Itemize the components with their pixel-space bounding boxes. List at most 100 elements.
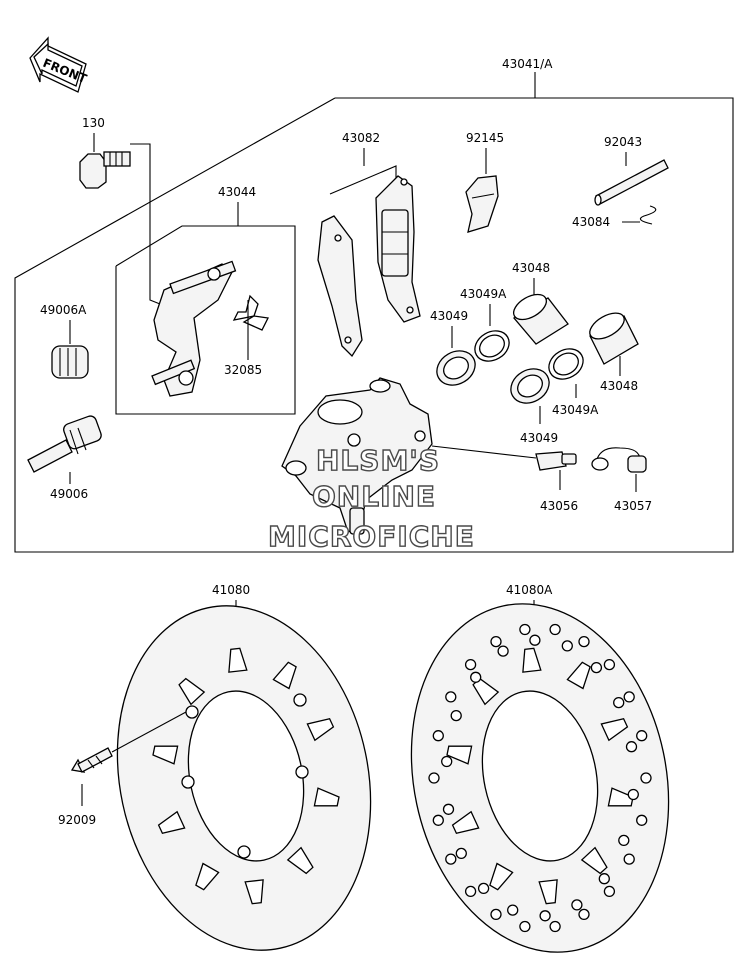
rotor-slot xyxy=(152,745,179,765)
rotor-slot xyxy=(313,787,340,807)
rotor-slot xyxy=(286,846,314,875)
rotor-hole xyxy=(636,730,648,742)
rotor-hole xyxy=(464,658,477,671)
rotor-hole xyxy=(432,730,444,742)
rotor-hole xyxy=(428,772,440,784)
rotor-hole xyxy=(636,814,648,826)
rotor-hole xyxy=(590,661,603,674)
rotor-slot xyxy=(580,846,608,875)
rotor-hole xyxy=(529,634,541,646)
label-43049-bottom: 43049 xyxy=(520,431,558,445)
bleeder-43056: 43056 xyxy=(535,451,578,513)
rotor-slot xyxy=(157,810,186,835)
watermark-line-1: HLSM'S xyxy=(316,444,440,477)
rotor-hole xyxy=(549,623,561,636)
label-49006A: 49006A xyxy=(40,303,87,317)
cap-43057: 43057 xyxy=(591,447,652,513)
rotor-slot xyxy=(178,677,206,706)
rotor-hole xyxy=(445,853,457,865)
rotor-hole xyxy=(450,709,462,722)
seal-43049A-top: 43049A xyxy=(460,287,510,362)
rotor-slot xyxy=(244,879,264,905)
label-43049-left: 43049 xyxy=(430,309,468,323)
watermark: HLSM'S ONLINE MICROFICHE xyxy=(267,443,475,553)
label-43044: 43044 xyxy=(218,185,256,199)
rotor-hole xyxy=(603,658,616,671)
rotor-slot xyxy=(272,661,297,690)
rotor-slot xyxy=(306,717,335,742)
screw-92009: 92009 xyxy=(58,711,187,827)
watermark-line-3: MICROFICHE xyxy=(268,520,475,553)
rotor-hole xyxy=(477,882,490,895)
label-92043: 92043 xyxy=(604,135,642,149)
label-43057: 43057 xyxy=(614,499,652,513)
label-41080: 41080 xyxy=(212,583,250,597)
rotor-hole xyxy=(455,847,467,860)
pin-49006: 49006 xyxy=(27,415,102,501)
label-43049A-right: 43049A xyxy=(552,403,599,417)
rotor-hole xyxy=(578,635,590,648)
label-41080A: 41080A xyxy=(506,583,553,597)
label-49006: 49006 xyxy=(50,487,88,501)
pads-43082: 43082 xyxy=(317,131,421,358)
disc-41080: 41080 xyxy=(116,583,372,951)
rotor-hole xyxy=(490,635,502,648)
rotor-hole xyxy=(539,910,551,922)
label-43048-top: 43048 xyxy=(512,261,550,275)
label-32085: 32085 xyxy=(224,363,262,377)
label-43048-right: 43048 xyxy=(600,379,638,393)
rotor-slot xyxy=(538,879,558,905)
rotor-hole xyxy=(441,755,453,768)
rotor-hole xyxy=(571,899,583,911)
boot-49006A: 49006A xyxy=(40,303,89,379)
assembly-box: 43041/A xyxy=(14,57,734,553)
label-43082: 43082 xyxy=(342,131,380,145)
rotor-hole xyxy=(470,671,482,683)
spring-92145: 92145 xyxy=(465,131,504,233)
rotor-hole xyxy=(507,904,519,916)
rotor-slot xyxy=(228,647,248,673)
label-130: 130 xyxy=(82,116,105,130)
rotor-hole xyxy=(445,691,457,703)
seal-43049-left: 43049 xyxy=(430,309,476,386)
label-92145: 92145 xyxy=(466,131,504,145)
label-43041A: 43041/A xyxy=(502,57,553,71)
bracket-43044: 43044 xyxy=(115,185,296,415)
rotor-slot xyxy=(446,745,473,765)
rotor-hole xyxy=(490,908,502,921)
seal-43049-bottom: 43049 xyxy=(510,368,558,445)
rotor-slot xyxy=(489,862,514,891)
rotor-slot xyxy=(566,661,591,690)
rotor-slot xyxy=(600,717,629,742)
rotor-hole xyxy=(561,640,573,652)
rotor-hole xyxy=(432,814,444,826)
watermark-line-2: ONLINE xyxy=(312,480,436,513)
rotor-slot xyxy=(195,862,220,891)
bolt-130: 130 xyxy=(79,116,161,305)
rotor-hole xyxy=(623,853,635,865)
rotor-hole xyxy=(519,623,531,636)
pin-92043: 92043 43084 xyxy=(572,135,669,229)
label-92009: 92009 xyxy=(58,813,96,827)
piston-43048-right: 43048 xyxy=(589,312,639,393)
rotor-hole xyxy=(464,885,477,898)
caliper-body xyxy=(281,377,537,535)
rotor-hole xyxy=(497,645,509,657)
label-43084: 43084 xyxy=(572,215,610,229)
rotor-hole xyxy=(625,741,638,753)
rotor-hole xyxy=(578,908,590,921)
rotor-slot xyxy=(451,810,480,835)
clip-32085: 32085 xyxy=(224,294,269,377)
seal-43049A-right: 43049A xyxy=(548,348,599,417)
rotor-hole xyxy=(603,885,616,898)
piston-43048-top: 43048 xyxy=(512,261,569,345)
rotor-hole xyxy=(598,873,610,885)
rotor-slot xyxy=(522,647,542,673)
rotor-hole xyxy=(623,691,635,703)
rotor-hole xyxy=(613,696,625,709)
label-43049A-top: 43049A xyxy=(460,287,507,301)
rotor-hole xyxy=(640,772,652,784)
label-43056: 43056 xyxy=(540,499,578,513)
